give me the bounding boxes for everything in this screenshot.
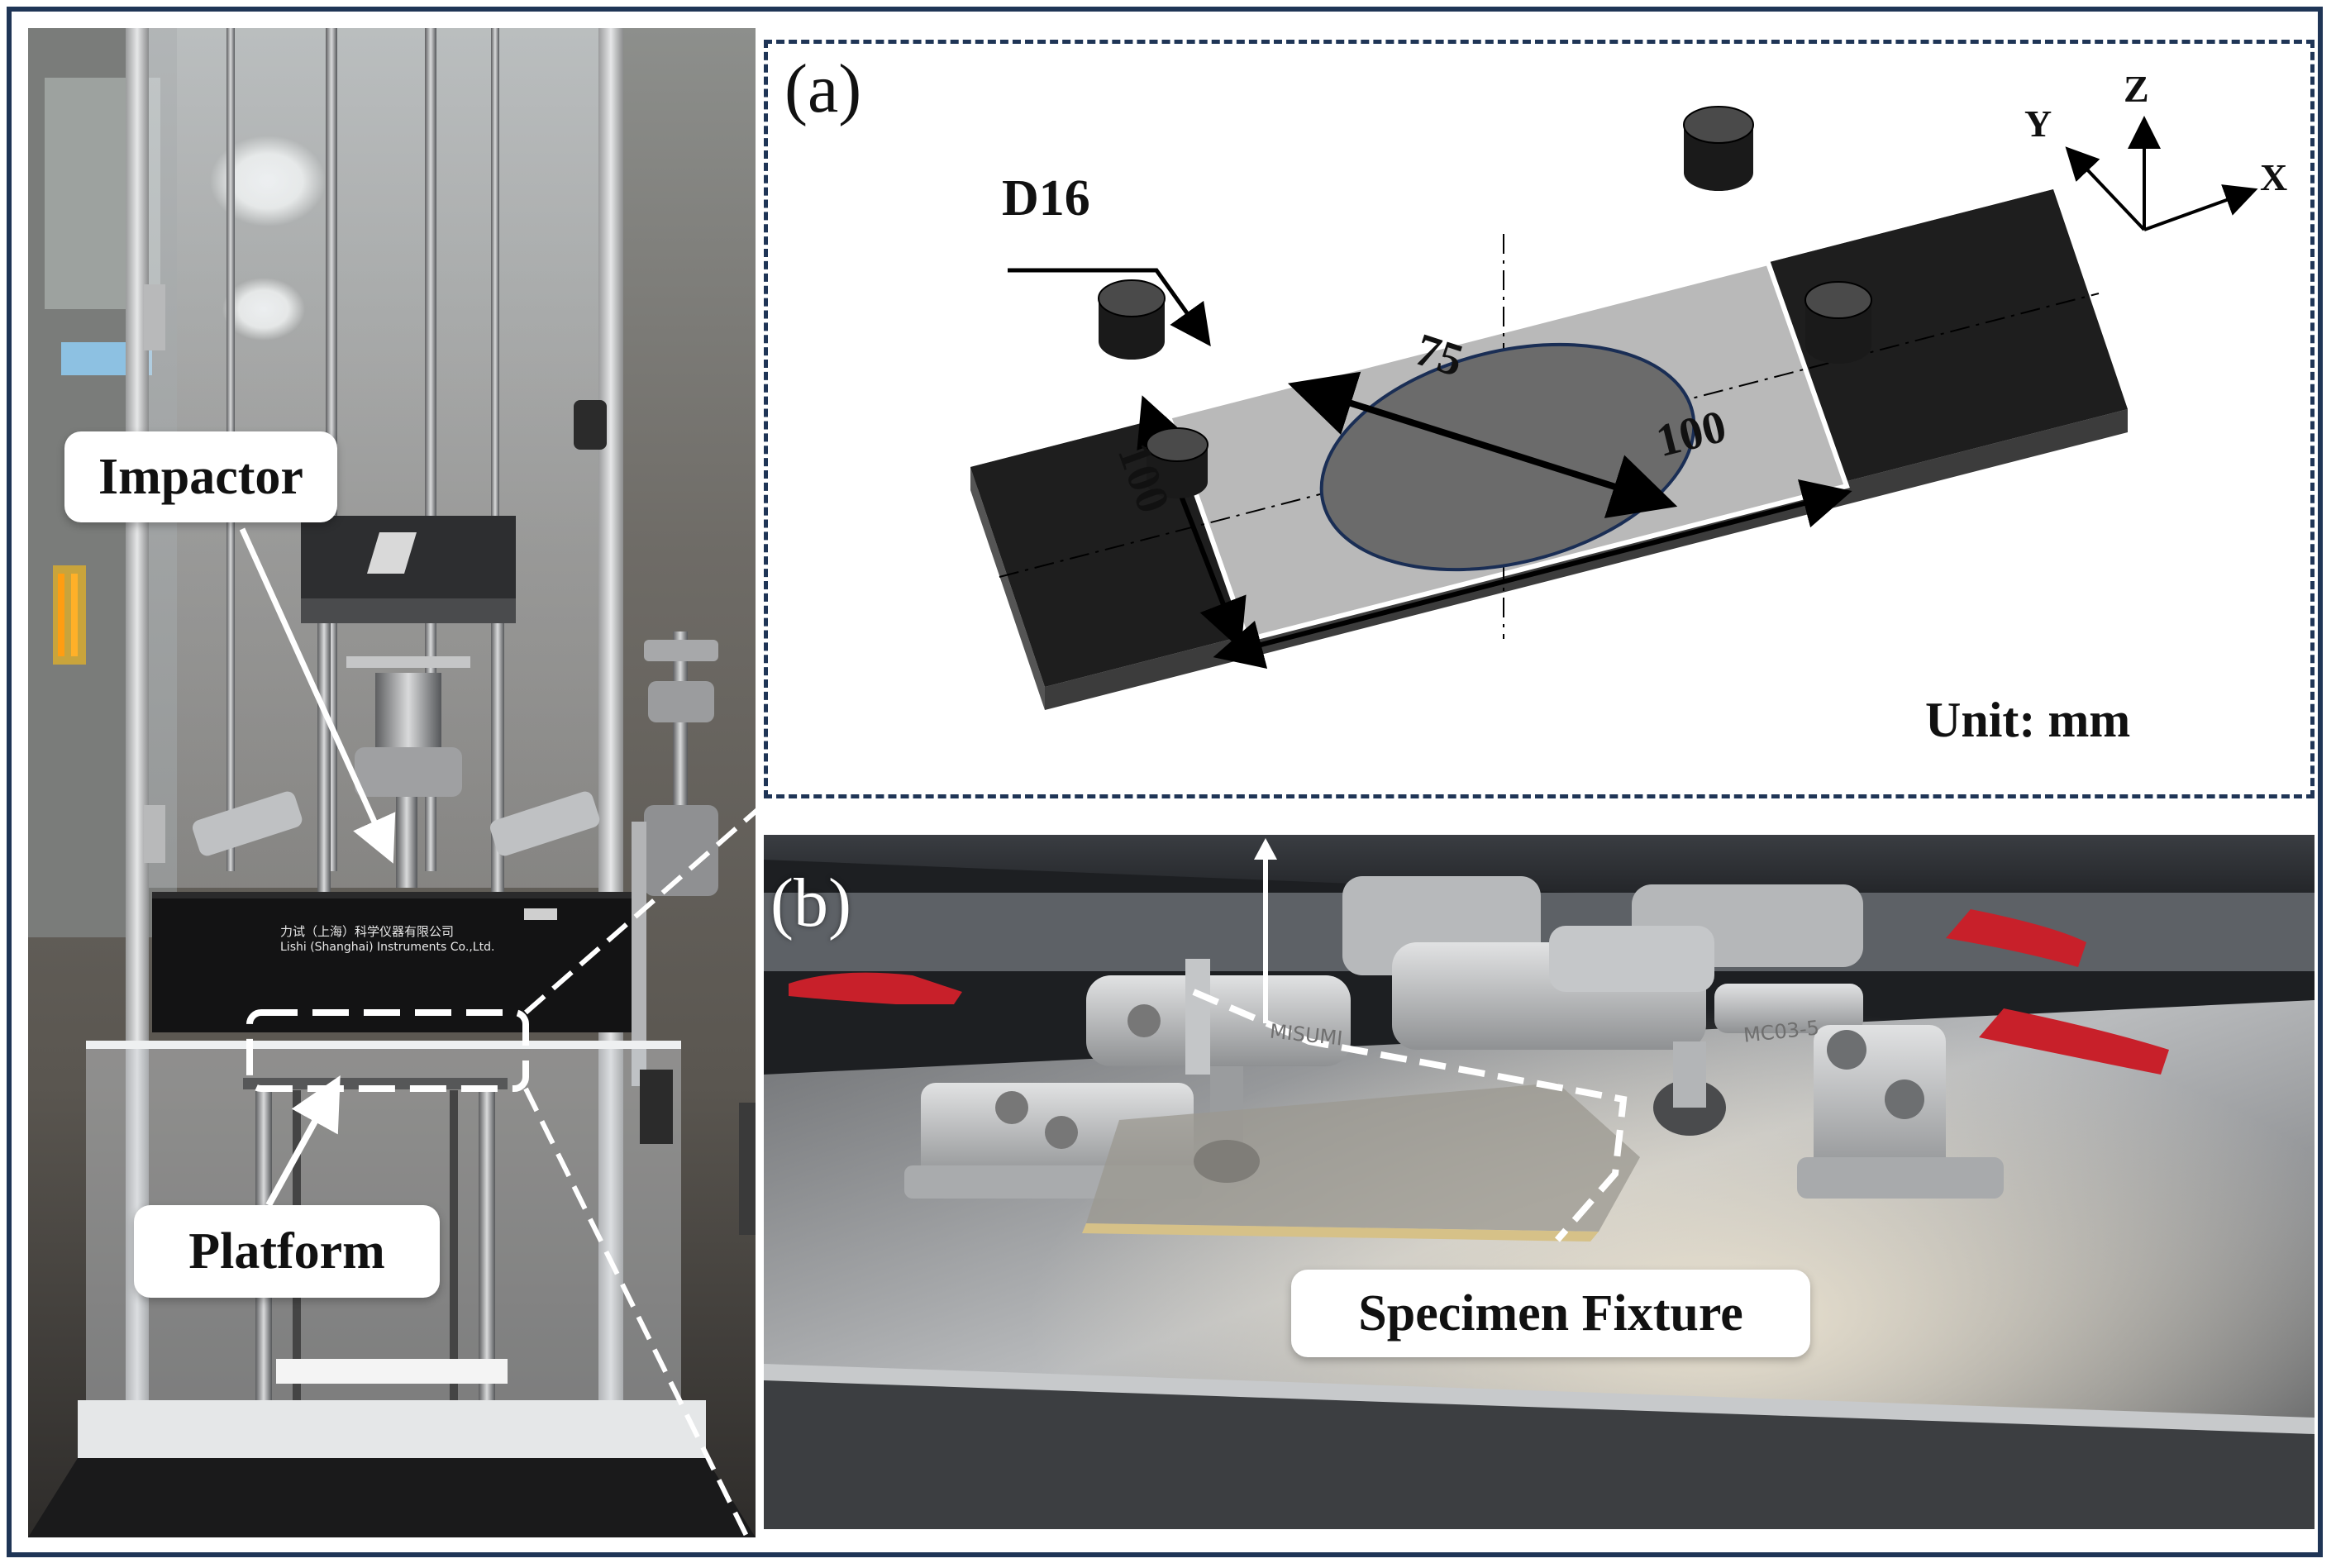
- clamp-right: [1392, 926, 2004, 1199]
- pin-back-left: [1098, 279, 1166, 360]
- handle-right-red: [1946, 909, 2169, 1075]
- pin-front-left: [1146, 427, 1209, 498]
- impactor-callout: Impactor: [64, 431, 337, 522]
- panel-a-label: (a): [784, 50, 862, 127]
- impact-machine-photo: 力试（上海）科学仪器有限公司 Lishi (Shanghai) Instrume…: [28, 28, 756, 1537]
- panel-b-fixture-photo: MISUMI MC03-5 (b): [764, 835, 2315, 1529]
- axis-x-label: X: [2260, 156, 2288, 198]
- pin-back-right: [1683, 106, 1754, 191]
- specimen-fixture-callout: Specimen Fixture: [1291, 1270, 1810, 1357]
- handle-left-red: [789, 972, 962, 1004]
- pin-diameter-label: D16: [1002, 170, 1090, 226]
- axis-y-label: Y: [2024, 102, 2052, 145]
- unit-label: Unit: mm: [1925, 693, 2131, 747]
- machine-brand-text-en: Lishi (Shanghai) Instruments Co.,Ltd.: [280, 941, 495, 954]
- panel-a-schematic: (a) D16 75 100 100 Unit: mm Z X Y: [764, 40, 2315, 798]
- machine-brand-text: 力试（上海）科学仪器有限公司: [280, 924, 455, 939]
- panel-b-label: (b): [770, 865, 851, 941]
- axis-triad: [2065, 116, 2258, 231]
- pin-front-right: [1804, 281, 1872, 364]
- axis-z-label: Z: [2124, 68, 2149, 110]
- platform-callout: Platform: [134, 1205, 440, 1298]
